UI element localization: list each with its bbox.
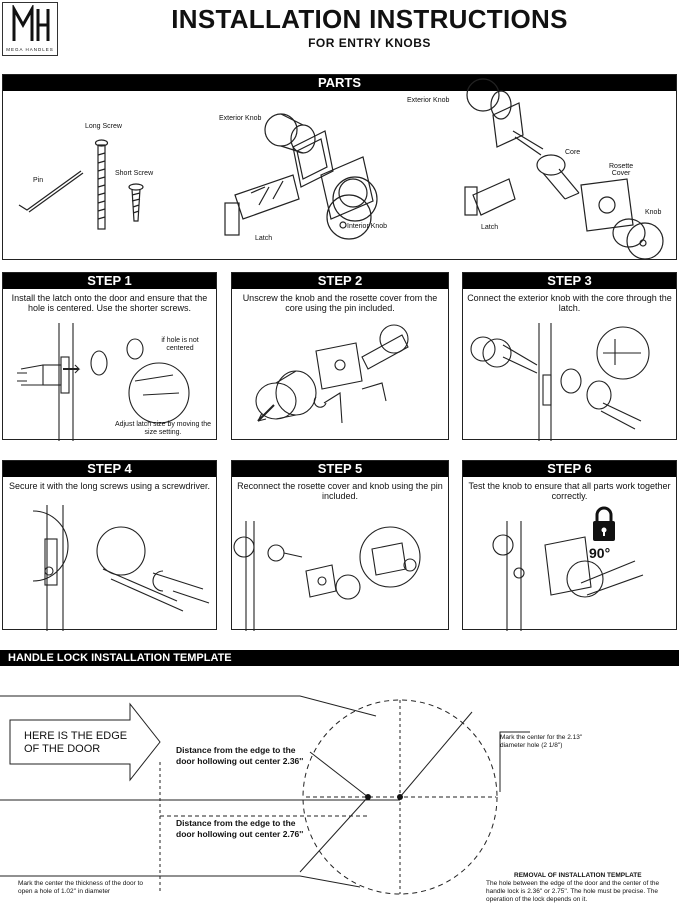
parts-heading: PARTS	[3, 75, 676, 91]
step-3-illustration	[470, 323, 650, 441]
pin-label: Pin	[33, 177, 44, 184]
rosette-cover-label: Rosette Cover	[609, 163, 634, 177]
step-1-text: Install the latch onto the door and ensu…	[11, 293, 208, 313]
step-6-title: STEP 6	[463, 461, 676, 477]
template-heading: HANDLE LOCK INSTALLATION TEMPLATE	[0, 650, 679, 666]
step-3-panel: STEP 3 Connect the exterior knob with th…	[462, 272, 677, 441]
step-4-text: Secure it with the long screws using a s…	[8, 481, 211, 491]
step-2-title: STEP 2	[232, 273, 448, 289]
parts-illustration	[18, 78, 664, 260]
center-dot-2-36	[365, 794, 371, 800]
door-edge-arrow-text: HERE IS THE EDGE OF THE DOOR	[24, 730, 128, 755]
step-2-text: Unscrew the knob and the rosette cover f…	[242, 293, 438, 313]
pin-drawing	[18, 170, 82, 211]
distance-label-2: Distance from the edge to the door hollo…	[176, 818, 304, 839]
step-5-illustration	[233, 521, 421, 631]
step-6-text: Test the knob to ensure that all parts w…	[468, 481, 671, 501]
logo-monogram-icon	[12, 5, 50, 41]
short-screw-label: Short Screw	[115, 170, 154, 177]
padlock-icon	[593, 506, 615, 541]
center-dot-2-76	[397, 794, 403, 800]
step-1-note-hole: if hole is not centered	[161, 337, 199, 352]
parts-panel: PARTS	[2, 74, 677, 260]
removal-text: The hole between the edge of the door an…	[486, 880, 660, 903]
page-subtitle: FOR ENTRY KNOBS	[308, 36, 431, 50]
step-4-illustration	[32, 505, 210, 631]
core-label: Core	[565, 149, 581, 156]
exterior-knob-label-2: Exterior Knob	[407, 97, 450, 104]
latch-label: Latch	[255, 235, 273, 242]
step-4-panel: STEP 4 Secure it with the long screws us…	[2, 460, 217, 631]
page-title: INSTALLATION INSTRUCTIONS	[171, 4, 568, 34]
brand-name: MEGA HANDLES	[6, 47, 54, 52]
exterior-knob-label: Exterior Knob	[219, 115, 262, 122]
distance-label-1: Distance from the edge to the door hollo…	[176, 745, 304, 766]
step-2-illustration	[255, 324, 409, 424]
step-1-illustration	[17, 323, 190, 441]
step-6-illustration	[492, 506, 644, 631]
installation-template-drawing	[0, 695, 530, 895]
rotation-angle: 90°	[589, 545, 611, 561]
distance-value-2: 2.76''	[282, 829, 304, 839]
step-1-panel: STEP 1 Install the latch onto the door a…	[2, 272, 217, 441]
step-1-note-adjust: Adjust latch size by moving the size set…	[114, 421, 212, 436]
short-screw-drawing	[128, 183, 144, 191]
step-1-title: STEP 1	[3, 273, 216, 289]
step-3-text: Connect the exterior knob with the core …	[467, 293, 672, 313]
distance-value-1: 2.36''	[282, 756, 304, 766]
long-screw-label: Long Screw	[85, 123, 122, 130]
removal-title: REMOVAL OF INSTALLATION TEMPLATE	[514, 872, 642, 879]
step-2-panel: STEP 2 Unscrew the knob and the rosette …	[231, 272, 449, 440]
step-5-title: STEP 5	[232, 461, 448, 477]
step-5-panel: STEP 5 Reconnect the rosette cover and k…	[231, 460, 449, 631]
step-3-title: STEP 3	[463, 273, 676, 289]
step-6-panel: STEP 6 Test the knob to ensure that all …	[462, 460, 677, 631]
step-4-title: STEP 4	[3, 461, 216, 477]
interior-knob-label: Interior Knob	[347, 223, 388, 230]
knob-label: Knob	[645, 209, 662, 216]
mark-center-note: Mark the center for the 2.13'' diameter …	[500, 734, 583, 749]
mark-thickness-note: Mark the center the thickness of the doo…	[18, 880, 144, 895]
step-5-text: Reconnect the rosette cover and knob usi…	[237, 481, 443, 501]
brand-logo: MEGA HANDLES	[2, 2, 58, 56]
latch-label-2: Latch	[481, 224, 499, 231]
